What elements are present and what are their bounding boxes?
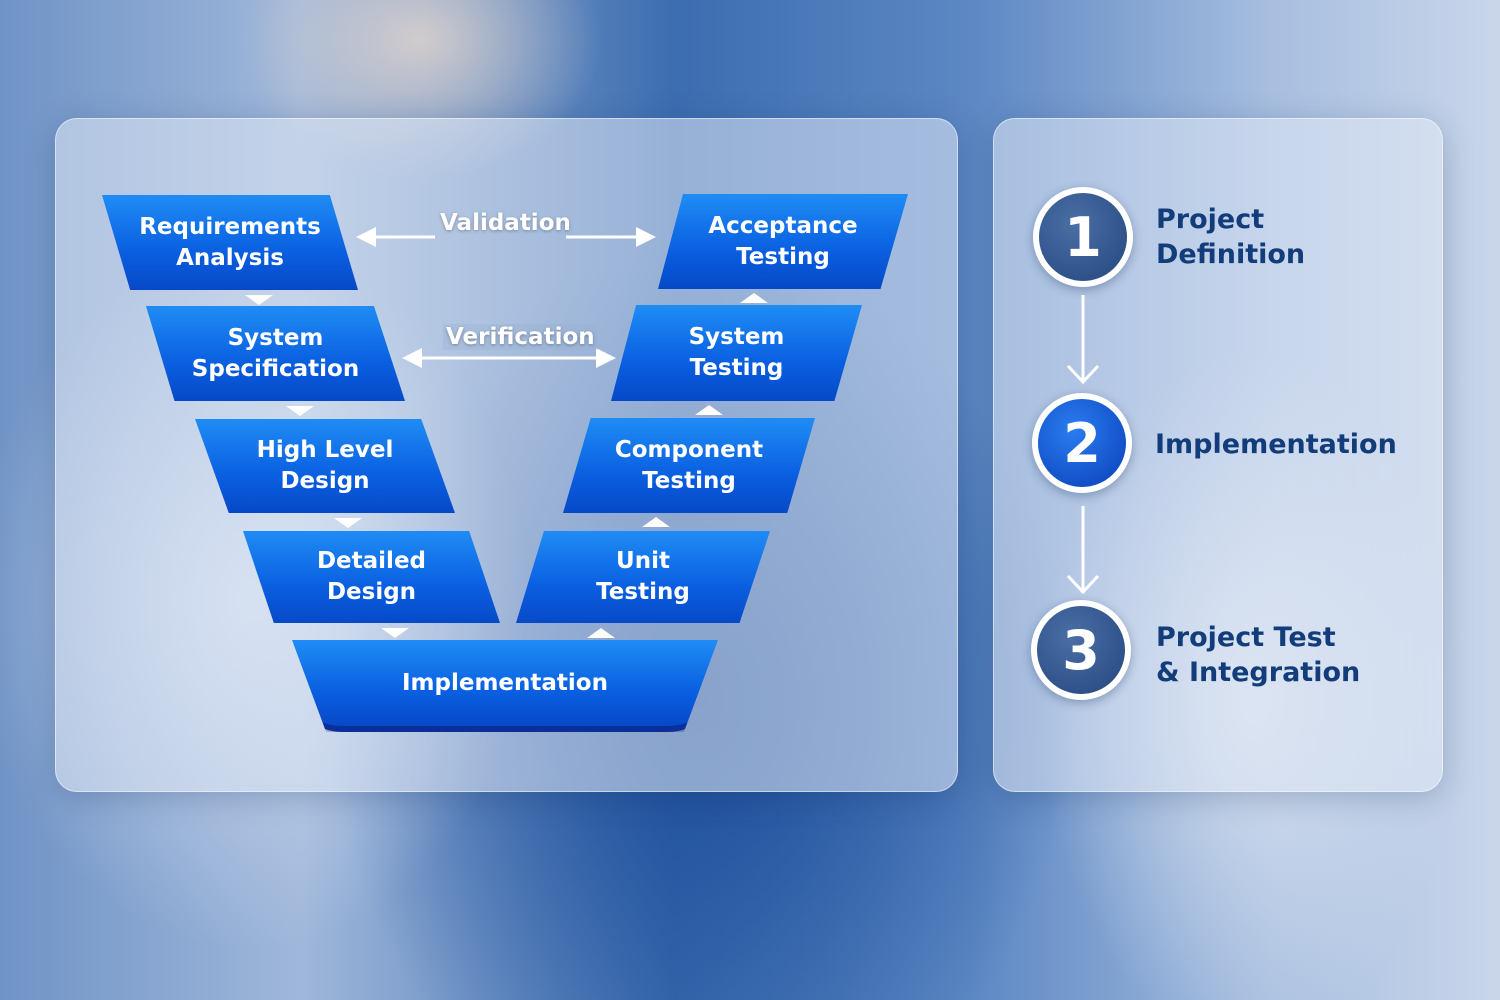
step-line2: Definition	[1156, 239, 1306, 270]
step-number: 3	[1062, 618, 1100, 682]
box-line2: Specification	[191, 355, 360, 382]
box-line2: Testing	[736, 243, 830, 270]
flow-arrow-down-icon	[286, 406, 314, 416]
box-line1: Acceptance	[708, 212, 858, 239]
box-line1: Component	[614, 436, 764, 463]
box-line2: Testing	[596, 579, 690, 605]
step-3-circle: 3	[1031, 600, 1131, 700]
flow-arrow-down-icon	[334, 518, 362, 528]
step-number: 2	[1063, 411, 1101, 475]
box-line2: Analysis	[176, 244, 284, 271]
box-line2: Testing	[689, 355, 784, 381]
box-line2: Design	[280, 468, 370, 494]
step-3-label: Project Test & Integration	[1156, 620, 1360, 690]
flow-arrow-down-icon	[381, 628, 409, 638]
step-1-circle: 1	[1033, 187, 1133, 287]
box-line1: Requirements	[139, 213, 321, 240]
step-2-label: Implementation	[1155, 427, 1397, 462]
implementation-label: Implementation	[402, 669, 608, 696]
step-number: 1	[1064, 205, 1102, 269]
flow-arrow-down-icon	[245, 295, 273, 305]
validation-label: Validation	[440, 210, 571, 236]
box-line1: Unit	[616, 548, 670, 574]
box-line2: Design	[326, 579, 417, 605]
box-line2: Testing	[642, 467, 736, 494]
box-line1: Detailed	[316, 548, 427, 574]
step-line2: & Integration	[1156, 657, 1361, 688]
box-line1: System	[227, 324, 324, 351]
flow-arrow-up-icon	[642, 517, 670, 527]
flow-arrow-up-icon	[587, 628, 615, 638]
step-2-circle: 2	[1032, 393, 1132, 493]
verification-label: Verification	[443, 324, 598, 350]
box-line1: High Level	[256, 437, 394, 463]
step-line1: Implementation	[1155, 429, 1397, 460]
implementation-box: Implementation	[292, 640, 718, 732]
box-line1: System	[688, 324, 785, 350]
step-line1: Project Test	[1156, 622, 1336, 653]
flow-arrow-up-icon	[740, 293, 768, 303]
flow-arrow-up-icon	[695, 405, 723, 415]
step-line1: Project	[1156, 204, 1265, 235]
